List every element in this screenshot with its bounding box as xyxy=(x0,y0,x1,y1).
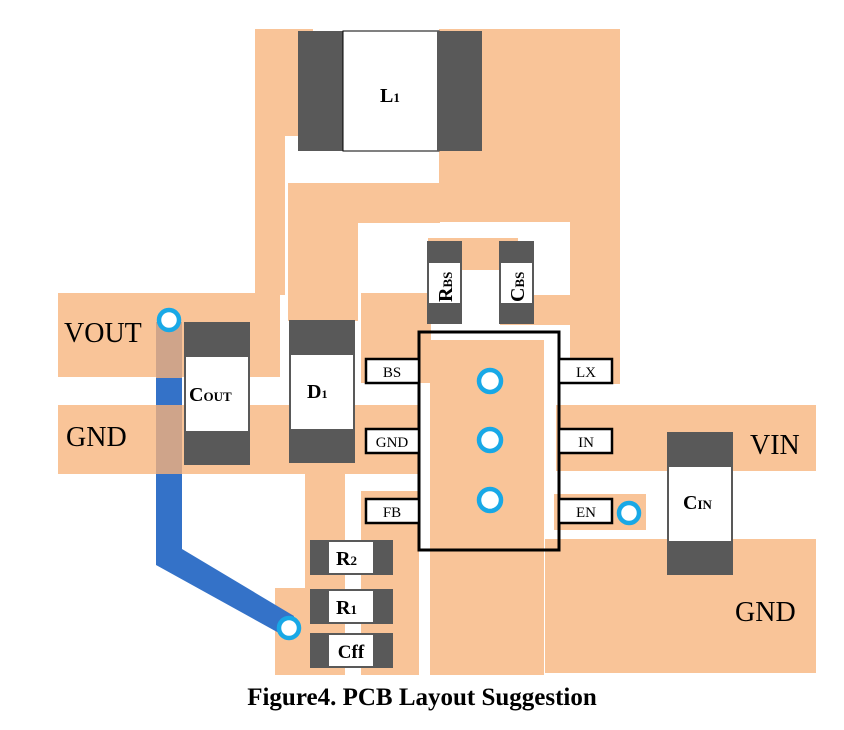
cff-body xyxy=(329,635,373,666)
pin-fb xyxy=(364,497,421,525)
capacitor-cff: Cff xyxy=(310,633,393,668)
vias xyxy=(156,307,642,641)
copper-d1-column xyxy=(288,183,358,321)
net-label-gnd-left: GND xyxy=(66,422,127,453)
l1-pad-right xyxy=(437,31,482,151)
rbs-body xyxy=(429,263,460,303)
rbs-label: RBS xyxy=(435,272,457,302)
cff-label: Cff xyxy=(338,642,365,663)
cbs-label: CBS xyxy=(507,272,529,302)
pin-fb-label: FB xyxy=(383,505,401,521)
capacitor-cout: COUT xyxy=(184,322,250,465)
r2-label: R2 xyxy=(336,548,357,570)
diode-d1: D1 xyxy=(289,320,355,463)
via-thermal-1 xyxy=(476,367,504,395)
l1-body xyxy=(342,30,440,152)
inductor-l1: L1 xyxy=(298,30,482,152)
pin-in-label: IN xyxy=(578,435,594,451)
cout-label: COUT xyxy=(189,384,232,406)
figure-caption: Figure4. PCB Layout Suggestion xyxy=(247,684,597,711)
pin-en xyxy=(557,497,614,525)
l1-pad-left xyxy=(298,31,344,151)
via-fb-divider xyxy=(276,615,302,641)
trace-overlap-gnd xyxy=(156,405,182,474)
pin-lx xyxy=(557,357,614,385)
d1-body xyxy=(291,355,353,429)
net-label-vout: VOUT xyxy=(64,318,142,349)
pin-bs xyxy=(364,357,421,385)
resistor-r2: R2 xyxy=(310,540,393,575)
cin-label: CIN xyxy=(683,492,713,514)
cbs-body xyxy=(501,263,532,303)
pin-in xyxy=(557,427,614,455)
feedback-trace xyxy=(156,322,294,638)
via-vout xyxy=(156,307,182,333)
pin-gnd xyxy=(364,427,421,455)
ic-package: BS GND FB LX IN EN xyxy=(364,330,614,552)
via-thermal-2 xyxy=(476,426,504,454)
trace-segment-diagonal xyxy=(156,474,294,638)
net-label-vin: VIN xyxy=(750,430,800,461)
cin-body xyxy=(669,467,731,541)
capacitor-cin: CIN xyxy=(667,432,733,575)
copper-lx-right xyxy=(570,29,620,384)
d1-label: D1 xyxy=(307,381,327,403)
r1-label: R1 xyxy=(336,597,357,619)
pin-bs-label: BS xyxy=(383,365,401,381)
pin-en-label: EN xyxy=(576,505,596,521)
via-thermal-3 xyxy=(476,486,504,514)
r2-body xyxy=(329,542,373,573)
capacitor-cbs: CBS xyxy=(499,241,534,324)
via-en xyxy=(616,500,642,526)
cout-body xyxy=(186,357,248,431)
resistor-r1: R1 xyxy=(310,589,393,624)
l1-label: L1 xyxy=(380,85,400,107)
pin-lx-label: LX xyxy=(576,365,596,381)
r1-body xyxy=(329,591,373,622)
resistor-rbs: RBS xyxy=(427,241,462,324)
pin-gnd-label: GND xyxy=(376,435,409,451)
trace-segment-vertical-1 xyxy=(156,378,182,405)
net-label-gnd-right: GND xyxy=(735,597,796,628)
